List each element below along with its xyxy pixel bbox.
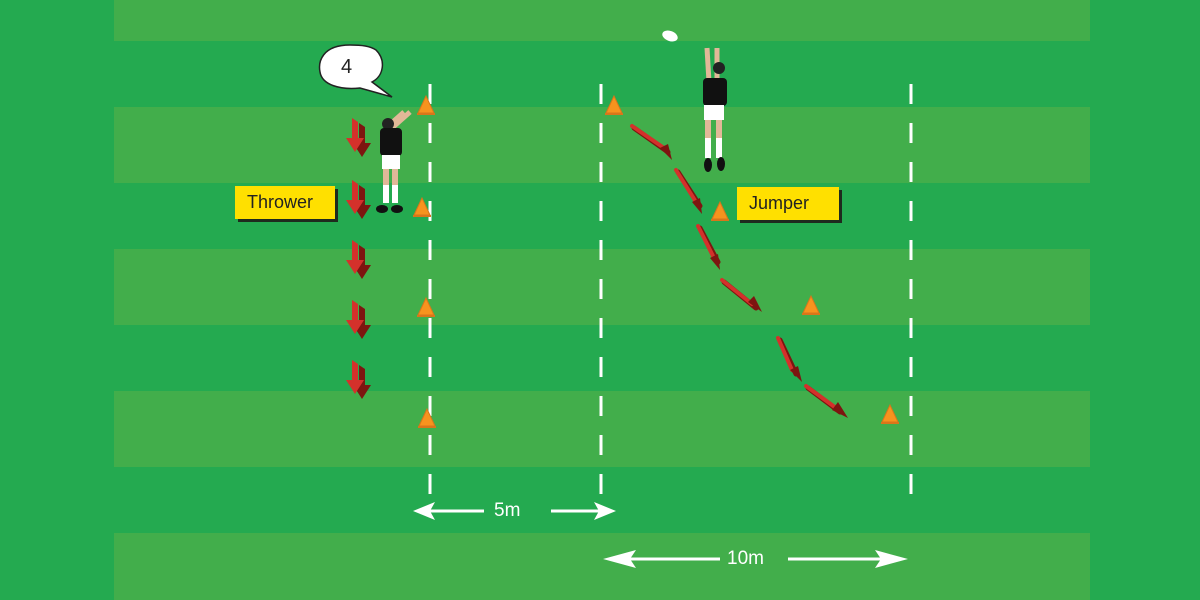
dimension-arrow-10m (603, 550, 908, 568)
call-number: 4 (341, 56, 353, 78)
jumper-label: Jumper (737, 187, 839, 220)
cone-icon (710, 201, 730, 222)
grass-stripe (114, 533, 1090, 600)
cone-icon (416, 297, 436, 318)
movement-arrow-icon (630, 124, 848, 418)
grass-stripe (114, 0, 1090, 41)
dimension-arrow-5m (413, 502, 616, 520)
down-arrow-icon (346, 118, 371, 157)
cone-icon (801, 295, 821, 316)
cone-icon (412, 197, 432, 218)
down-arrow-icon (346, 180, 371, 219)
down-arrow-icon (346, 300, 371, 339)
cone-icon (604, 95, 624, 116)
down-arrow-icon (346, 240, 371, 279)
dimension-label-10m: 10m (727, 548, 764, 569)
thrower-label: Thrower (235, 186, 335, 219)
thrower-player-icon (376, 110, 412, 213)
jumper-player-icon (703, 47, 727, 172)
cone-icon (417, 408, 437, 429)
dimension-label-5m: 5m (494, 500, 521, 521)
rugby-ball-icon (662, 30, 678, 42)
down-arrow-icon (346, 360, 371, 399)
cone-icon (416, 95, 436, 116)
cone-icon (880, 404, 900, 425)
call-speech-bubble (318, 44, 393, 98)
